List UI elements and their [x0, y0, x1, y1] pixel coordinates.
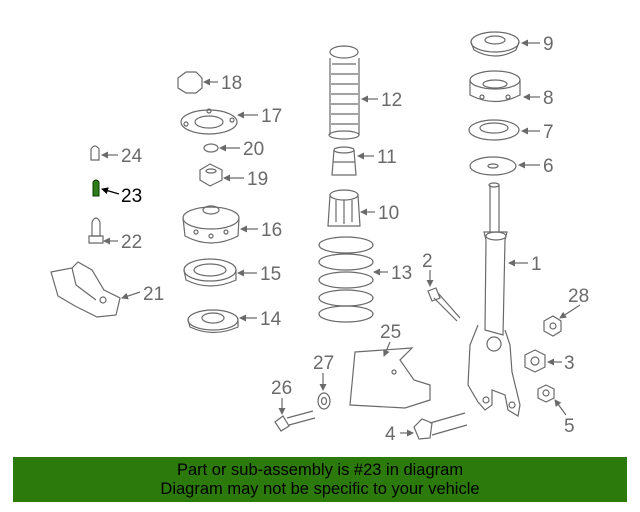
isolator-part: [187, 309, 239, 334]
spring-seat-15-part: [183, 258, 237, 287]
callout-9: 9: [543, 34, 554, 55]
callout-6: 6: [543, 156, 554, 177]
leader-21: [121, 291, 141, 300]
callout-28: 28: [568, 286, 589, 307]
callout-25: 25: [380, 322, 401, 343]
nut-5-part: [537, 384, 555, 403]
callout-8: 8: [543, 88, 554, 109]
callout-1: 1: [531, 254, 542, 275]
mount-plate-part: [180, 108, 238, 135]
callout-4: 4: [385, 424, 396, 445]
callout-27: 27: [313, 353, 334, 374]
cap-nut-part: [177, 71, 203, 94]
washer-27-part: [317, 392, 331, 410]
nut-19-part: [199, 163, 223, 187]
coil-spring-part: [318, 236, 374, 323]
bolt-26-part: [274, 410, 316, 432]
bolt-2-part: [427, 287, 461, 322]
callout-7: 7: [543, 122, 554, 143]
bracket-25-part: [349, 347, 431, 409]
callout-12: 12: [381, 90, 402, 111]
bearing-part: [468, 119, 520, 141]
callout-21: 21: [143, 284, 164, 305]
callout-19: 19: [247, 169, 268, 190]
leader-23: [101, 187, 120, 195]
leader-28: [559, 304, 581, 319]
callout-24: 24: [121, 146, 143, 167]
bracket-21-part: [50, 261, 121, 318]
callout-15: 15: [260, 264, 281, 285]
strut-mount-part: [182, 205, 240, 244]
callout-20: 20: [243, 139, 264, 160]
highlighted-part-23: [92, 179, 100, 197]
callout-26: 26: [271, 378, 292, 399]
parts-diagram: 9 8 7 6 1 2 28 3 5 4 25 27 26 12 11 10 1…: [50, 31, 589, 445]
callout-5: 5: [564, 416, 575, 437]
leader-5: [554, 399, 567, 416]
bump-stop-part: [331, 146, 357, 176]
bolt-4-part: [413, 412, 468, 440]
callout-22: 22: [121, 232, 142, 253]
nut-3-part: [524, 349, 546, 373]
pin-24-part: [90, 145, 100, 161]
callout-11: 11: [377, 147, 397, 168]
bump-boot-part: [327, 189, 361, 227]
callout-16: 16: [261, 220, 282, 241]
dust-boot-part: [328, 45, 360, 140]
bolt-22-part: [88, 217, 104, 244]
spring-seat-upper-part: [470, 31, 520, 57]
spring-seat-part: [469, 70, 521, 103]
callout-18: 18: [221, 73, 242, 94]
strut-assembly-part: [467, 182, 521, 417]
callout-14: 14: [260, 309, 282, 330]
callout-3: 3: [564, 353, 575, 374]
callout-13: 13: [391, 263, 412, 284]
o-ring-part: [203, 143, 219, 153]
washer-part: [469, 156, 517, 176]
vehicle-fit-notice-banner: Part or sub-assembly is #23 in diagram D…: [13, 457, 627, 502]
notice-line-disclaimer: Diagram may not be specific to your vehi…: [160, 480, 480, 498]
notice-line-part-number: Part or sub-assembly is #23 in diagram: [176, 461, 464, 479]
leader-25: [383, 341, 391, 357]
callout-10: 10: [378, 203, 399, 224]
callout-23: 23: [121, 186, 142, 207]
callout-17: 17: [261, 106, 282, 127]
nut-28-part: [543, 315, 562, 337]
callout-2: 2: [422, 251, 433, 272]
